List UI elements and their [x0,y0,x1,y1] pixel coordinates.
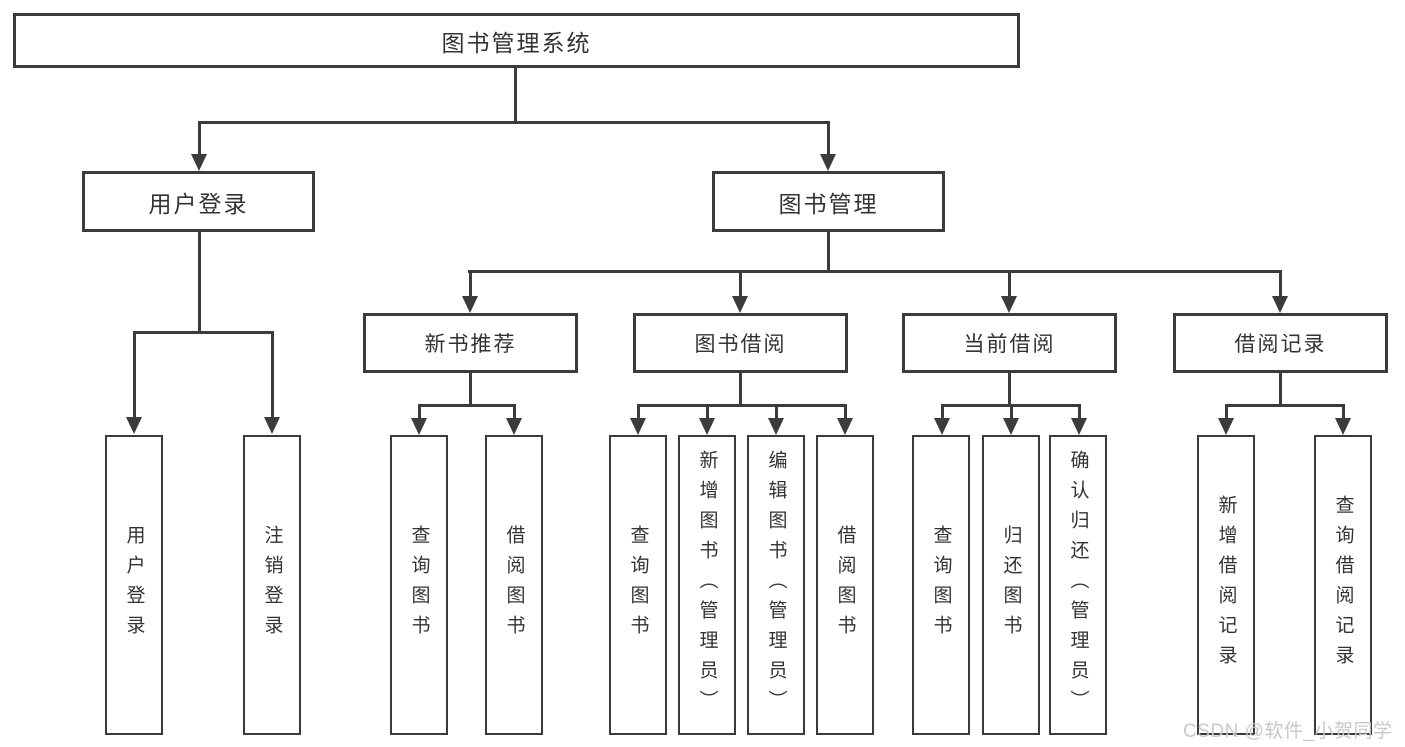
connector [133,331,136,418]
connector [418,404,421,419]
arrow-down-icon [732,296,748,313]
connector [1279,373,1282,407]
connector-bookmgmt-branch [468,270,1282,273]
node-book-management: 图书管理 [712,171,945,232]
leaf-query-books-recommend: 查询图书 [390,435,448,735]
connector [941,404,944,419]
connector-root-branch [198,121,830,124]
leaf-edit-book-admin: 编辑图书（管理员） [747,435,805,735]
arrow-down-icon [191,154,207,171]
leaf-logout-login: 注销登录 [243,435,301,735]
arrow-down-icon [126,417,142,434]
leaf-add-book-admin: 新增图书（管理员） [678,435,736,735]
node-library-system: 图书管理系统 [13,13,1020,68]
arrow-down-icon [1272,296,1288,313]
connector [844,404,847,419]
connector [637,404,640,419]
node-current-borrowing: 当前借阅 [902,313,1117,373]
arrow-down-icon [264,417,280,434]
connector-userlogin-branch [133,331,274,334]
connector [1008,270,1011,297]
connector [739,270,742,297]
leaf-return-books: 归还图书 [982,435,1040,735]
node-borrowing-records: 借阅记录 [1173,313,1388,373]
leaf-query-books-borrowing: 查询图书 [609,435,667,735]
node-user-login: 用户登录 [82,171,315,232]
connector [469,373,472,407]
leaf-confirm-return-admin: 确认归还（管理员） [1049,435,1107,735]
arrow-down-icon [934,418,950,435]
connector [198,121,201,155]
connector [827,121,830,155]
arrow-down-icon [837,418,853,435]
connector-root-stem [514,68,517,122]
arrow-down-icon [411,418,427,435]
connector [1225,404,1228,419]
connector-userlogin-stem [198,232,201,334]
arrow-down-icon [1003,418,1019,435]
connector [706,404,709,419]
leaf-borrow-books-recommend: 借阅图书 [485,435,543,735]
connector [1078,404,1081,419]
leaf-query-borrow-record: 查询借阅记录 [1314,435,1372,735]
connector [1008,373,1011,407]
arrow-down-icon [1001,296,1017,313]
arrow-down-icon [506,418,522,435]
connector [418,404,516,407]
connector [739,373,742,407]
arrow-down-icon [1071,418,1087,435]
leaf-borrow-books-borrowing: 借阅图书 [816,435,874,735]
arrow-down-icon [462,296,478,313]
leaf-add-borrow-record: 新增借阅记录 [1197,435,1255,735]
leaf-user-login: 用户登录 [105,435,163,735]
arrow-down-icon [820,154,836,171]
connector [513,404,516,419]
connector [469,270,472,297]
csdn-watermark: CSDN @软件_小贺同学 [1183,721,1393,742]
leaf-query-books-current: 查询图书 [912,435,970,735]
arrow-down-icon [630,418,646,435]
arrow-down-icon [768,418,784,435]
arrow-down-icon [1218,418,1234,435]
connector-bookmgmt-stem [827,232,830,273]
connector [1010,404,1013,419]
node-new-book-recommend: 新书推荐 [363,313,578,373]
node-book-borrowing: 图书借阅 [633,313,848,373]
connector [1225,404,1345,407]
connector [271,331,274,418]
connector [775,404,778,419]
arrow-down-icon [699,418,715,435]
connector [637,404,847,407]
arrow-down-icon [1335,418,1351,435]
connector [1279,270,1282,297]
connector [1342,404,1345,419]
